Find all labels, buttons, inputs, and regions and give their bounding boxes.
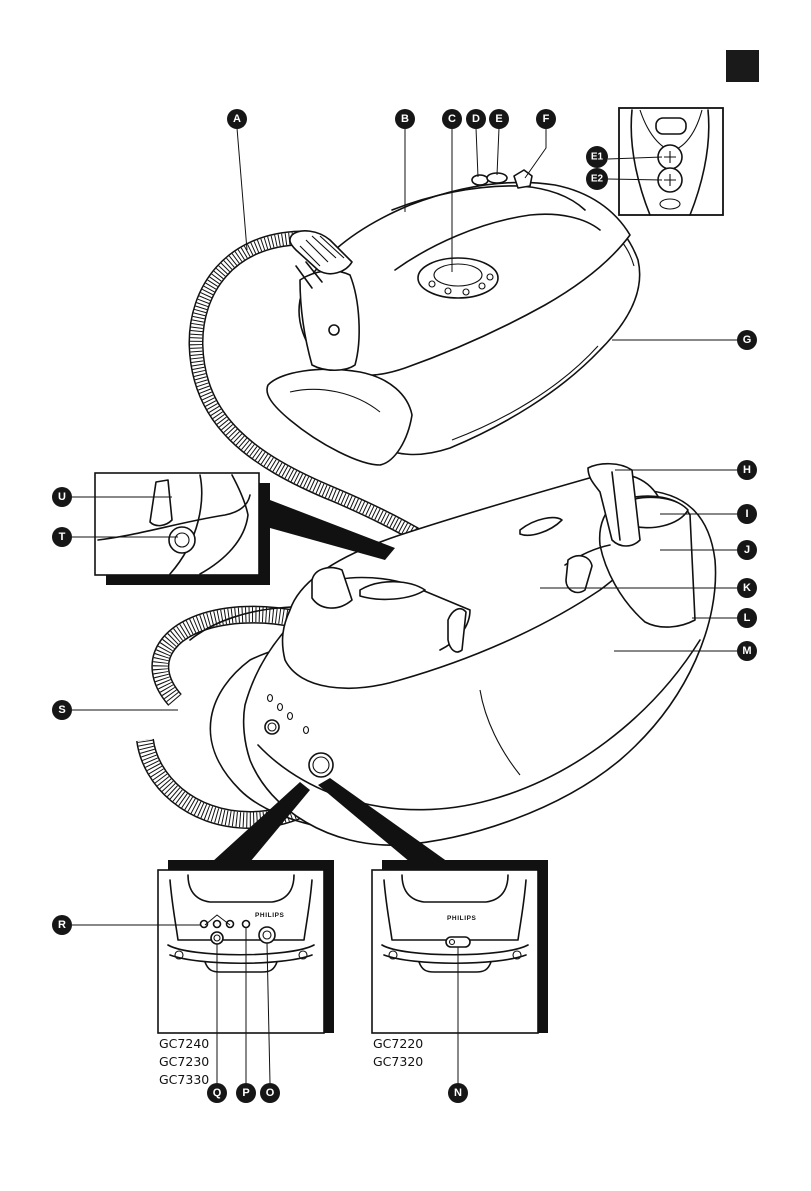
svg-text:I: I bbox=[745, 508, 748, 520]
label-h: H bbox=[737, 460, 757, 480]
svg-text:S: S bbox=[58, 704, 65, 716]
svg-text:E2: E2 bbox=[591, 174, 604, 185]
label-g: G bbox=[737, 330, 757, 350]
svg-text:R: R bbox=[58, 919, 66, 931]
svg-text:J: J bbox=[744, 544, 750, 556]
brand-logo-right: PHILIPS bbox=[447, 915, 477, 922]
page-tab bbox=[726, 50, 759, 82]
model-gc7230: GC7230 bbox=[159, 1054, 209, 1069]
label-u: U bbox=[52, 487, 72, 507]
svg-text:E1: E1 bbox=[591, 152, 604, 163]
label-m: M bbox=[737, 641, 757, 661]
label-r: R bbox=[52, 915, 72, 935]
label-s: S bbox=[52, 700, 72, 720]
brand-logo: PHILIPS bbox=[255, 912, 285, 919]
label-t: T bbox=[52, 527, 72, 547]
svg-text:P: P bbox=[242, 1087, 249, 1099]
indicator-light-2 bbox=[214, 921, 221, 928]
on-off-button bbox=[259, 927, 275, 943]
svg-text:F: F bbox=[543, 113, 550, 125]
svg-text:Q: Q bbox=[213, 1087, 222, 1099]
model-gc7240: GC7240 bbox=[159, 1036, 209, 1051]
svg-text:T: T bbox=[59, 531, 66, 543]
trigger-button-top bbox=[656, 118, 686, 134]
label-n: N bbox=[448, 1083, 468, 1103]
svg-text:G: G bbox=[743, 334, 752, 346]
model-gc7220: GC7220 bbox=[373, 1036, 423, 1051]
svg-text:L: L bbox=[744, 612, 751, 624]
label-j: J bbox=[737, 540, 757, 560]
svg-text:E: E bbox=[495, 113, 502, 125]
model-list-right: GC7220 GC7320 bbox=[373, 1036, 423, 1069]
label-o: O bbox=[260, 1083, 280, 1103]
svg-text:K: K bbox=[743, 582, 751, 594]
iron-heel bbox=[267, 369, 412, 465]
indicator-light-3 bbox=[227, 921, 234, 928]
label-i: I bbox=[737, 504, 757, 524]
label-a: A bbox=[227, 109, 247, 129]
cord-reel-button bbox=[169, 527, 195, 553]
steam-button-d bbox=[472, 175, 488, 185]
model-list-left: GC7240 GC7230 GC7330 bbox=[159, 1036, 209, 1087]
svg-text:C: C bbox=[448, 113, 456, 125]
label-f: F bbox=[536, 109, 556, 129]
svg-text:O: O bbox=[266, 1087, 275, 1099]
label-e2: E2 bbox=[586, 168, 608, 190]
label-l: L bbox=[737, 608, 757, 628]
label-k: K bbox=[737, 578, 757, 598]
svg-text:B: B bbox=[401, 113, 409, 125]
steam-select-knob bbox=[211, 932, 223, 944]
model-gc7320: GC7320 bbox=[373, 1054, 423, 1069]
steam-iron bbox=[267, 170, 640, 465]
svg-text:H: H bbox=[743, 464, 751, 476]
svg-text:M: M bbox=[742, 645, 751, 657]
svg-text:A: A bbox=[233, 113, 241, 125]
svg-text:N: N bbox=[454, 1087, 462, 1099]
model-gc7330: GC7330 bbox=[159, 1072, 209, 1087]
label-d: D bbox=[466, 109, 486, 129]
svg-text:D: D bbox=[472, 113, 480, 125]
trigger-inset bbox=[619, 108, 723, 215]
svg-text:U: U bbox=[58, 491, 66, 503]
label-b: B bbox=[395, 109, 415, 129]
label-e1: E1 bbox=[586, 146, 608, 168]
label-p: P bbox=[236, 1083, 256, 1103]
steam-ready-light bbox=[243, 921, 250, 928]
iron-handle bbox=[300, 271, 359, 370]
label-e: E bbox=[489, 109, 509, 129]
label-c: C bbox=[442, 109, 462, 129]
label-q: Q bbox=[207, 1083, 227, 1103]
